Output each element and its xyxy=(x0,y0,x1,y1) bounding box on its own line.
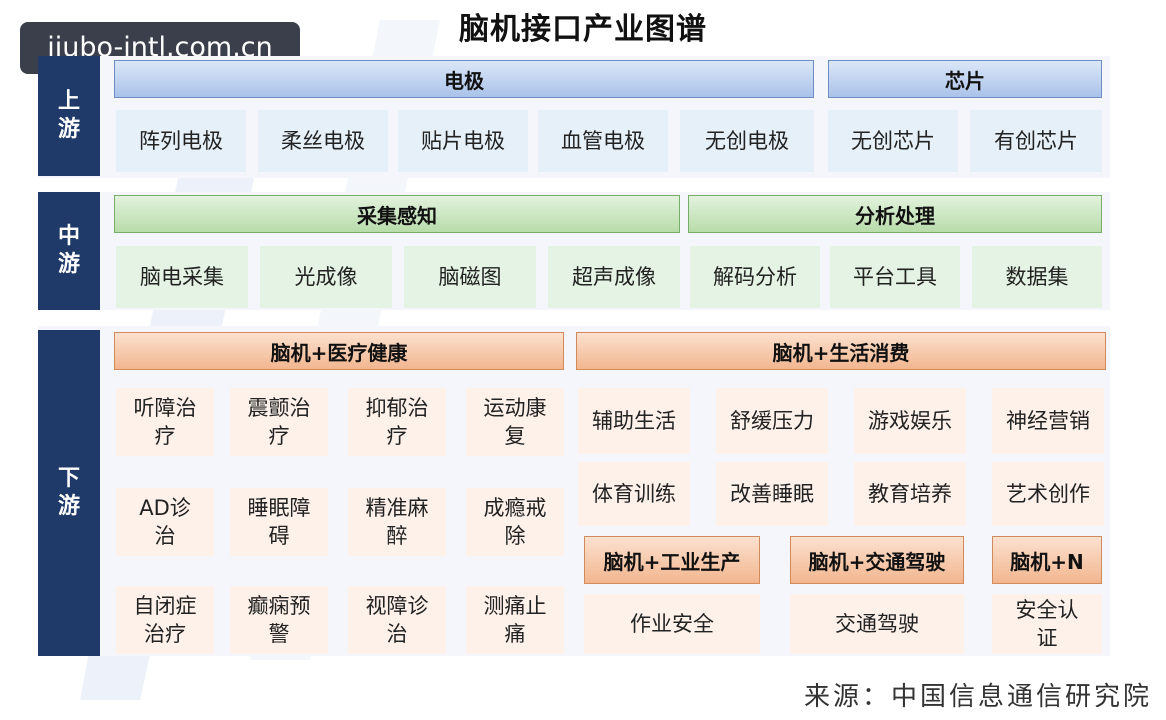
midstream-item: 平台工具 xyxy=(830,246,960,308)
medical-item: AD诊治 xyxy=(116,488,214,556)
header-industry: 脑机+工业生产 xyxy=(584,536,760,584)
midstream-item: 脑磁图 xyxy=(404,246,536,308)
medical-item: 癫痫预警 xyxy=(230,586,328,654)
medical-item: 精准麻醉 xyxy=(348,488,446,556)
header-n: 脑机+N xyxy=(992,536,1102,584)
medical-item: 震颤治疗 xyxy=(230,388,328,456)
upstream-item: 阵列电极 xyxy=(116,110,246,172)
medical-item: 听障治疗 xyxy=(116,388,214,456)
header-acquisition: 采集感知 xyxy=(114,195,680,233)
medical-item: 自闭症治疗 xyxy=(116,586,214,654)
medical-item: 抑郁治疗 xyxy=(348,388,446,456)
upstream-item: 贴片电极 xyxy=(398,110,528,172)
n-item: 安全认证 xyxy=(992,594,1102,654)
upstream-item: 无创芯片 xyxy=(828,110,958,172)
life-item: 神经营销 xyxy=(992,388,1104,454)
midstream-label: 中游 xyxy=(38,192,100,310)
header-chip: 芯片 xyxy=(828,60,1102,98)
downstream-label: 下游 xyxy=(38,330,100,656)
medical-item: 运动康复 xyxy=(466,388,564,456)
life-item: 舒缓压力 xyxy=(716,388,828,454)
midstream-item: 数据集 xyxy=(972,246,1102,308)
life-item: 体育训练 xyxy=(578,462,690,526)
midstream-item: 脑电采集 xyxy=(116,246,248,308)
medical-item: 睡眠障碍 xyxy=(230,488,328,556)
upstream-item: 血管电极 xyxy=(538,110,668,172)
page-title: 脑机接口产业图谱 xyxy=(459,12,707,47)
medical-item: 测痛止痛 xyxy=(466,586,564,654)
source-note: 来源：中国信息通信研究院 xyxy=(803,682,1152,712)
medical-item: 成瘾戒除 xyxy=(466,488,564,556)
medical-item: 视障诊治 xyxy=(348,586,446,654)
upstream-item: 柔丝电极 xyxy=(258,110,388,172)
midstream-item: 解码分析 xyxy=(690,246,820,308)
traffic-item: 交通驾驶 xyxy=(790,594,964,654)
life-item: 辅助生活 xyxy=(578,388,690,454)
life-item: 游戏娱乐 xyxy=(854,388,966,454)
upstream-label: 上游 xyxy=(38,56,100,176)
life-item: 改善睡眠 xyxy=(716,462,828,526)
life-item: 教育培养 xyxy=(854,462,966,526)
upstream-item: 有创芯片 xyxy=(970,110,1102,172)
header-electrode: 电极 xyxy=(114,60,814,98)
midstream-item: 超声成像 xyxy=(548,246,680,308)
life-item: 艺术创作 xyxy=(992,462,1104,526)
header-medical: 脑机+医疗健康 xyxy=(114,332,564,370)
industry-item: 作业安全 xyxy=(584,594,760,654)
upstream-item: 无创电极 xyxy=(680,110,814,172)
midstream-item: 光成像 xyxy=(260,246,392,308)
header-analysis: 分析处理 xyxy=(688,195,1102,233)
header-traffic: 脑机+交通驾驶 xyxy=(790,536,964,584)
header-life: 脑机+生活消费 xyxy=(576,332,1106,370)
